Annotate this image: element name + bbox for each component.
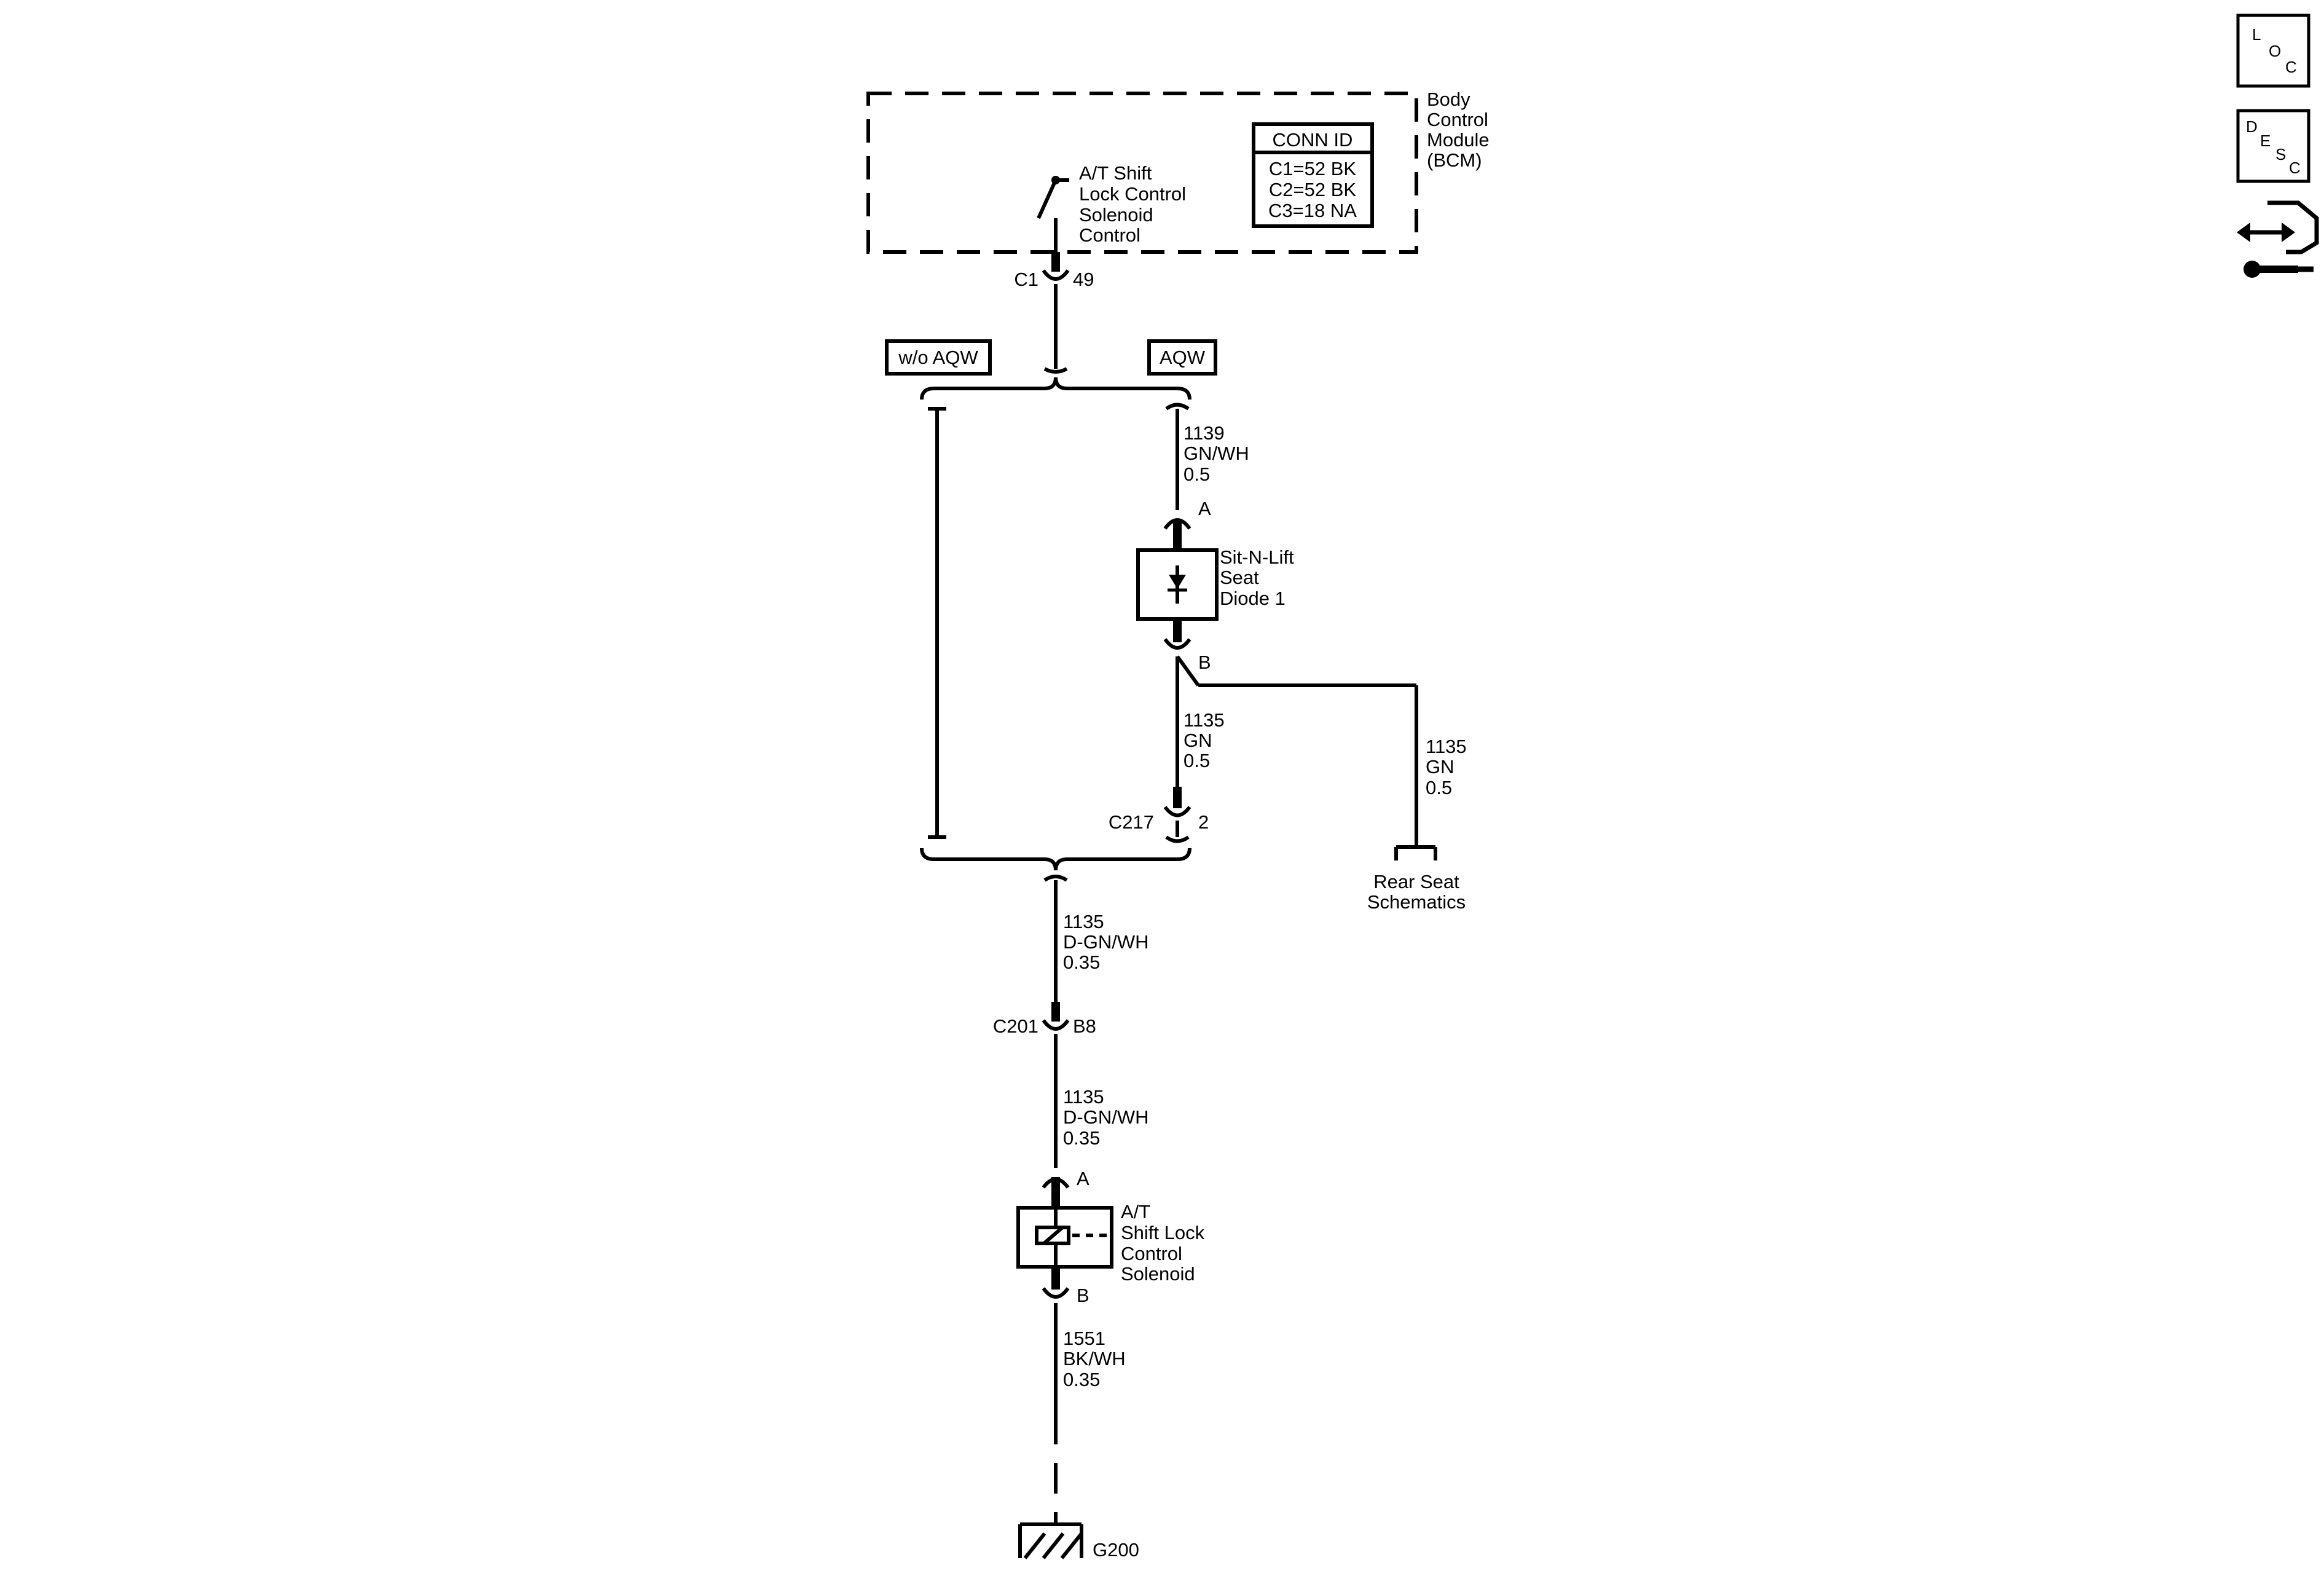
wire-1135-right-color: GN [1184,730,1212,751]
bcm-name-line-1: Body [1427,89,1470,110]
option-label-wo-aqw: w/o AQW [898,347,978,368]
conn-id-row-1: C1=52 BK [1269,158,1357,179]
solenoid-label-line-1: A/T [1121,1201,1150,1223]
c1-connector [1042,252,1070,281]
wire-1135-lower-gauge: 0.35 [1063,1127,1100,1149]
option-label-aqw: AQW [1160,347,1206,368]
upper-option-bracket [920,377,1191,400]
solenoid-pin-a: A [1077,1168,1089,1189]
wire-1551-color: BK/WH [1063,1348,1126,1369]
nav-loc-letter-1: L [2252,25,2261,44]
rear-seat-reference [1394,845,1437,860]
solenoid-pin-b: B [1077,1285,1089,1306]
left-jumper-wire [928,407,946,839]
ground-name: G200 [1093,1539,1139,1561]
diode-pin-a: A [1198,498,1211,519]
wire-1135-lower-circuit: 1135 [1063,1086,1104,1108]
nav-desc-letter-3: S [2275,145,2286,163]
solenoid-connector-b [1042,1287,1070,1299]
solenoid-label-line-3: Control [1121,1243,1182,1264]
wire-1135-upper-gauge: 0.35 [1063,951,1100,973]
solenoid-label-line-4: Solenoid [1121,1263,1195,1285]
wrench-arrows-icon[interactable] [2237,200,2319,278]
diode-label-line-3: Diode 1 [1220,588,1286,609]
bcm-name-line-2: Control [1427,109,1488,130]
nav-desc-letter-2: E [2260,132,2271,150]
diode-label-line-1: Sit-N-Lift [1220,546,1294,568]
nav-loc-letter-3: C [2285,58,2297,76]
conn-id-row-3: C3=18 NA [1268,200,1357,221]
c201-name: C201 [993,1015,1038,1037]
wire-1135-right-gauge: 0.5 [1184,750,1210,771]
solenoid-label-line-2: Shift Lock [1121,1222,1205,1243]
switch-label-line-2: Lock Control [1079,183,1186,205]
wire-1551-circuit: 1551 [1063,1328,1105,1349]
bcm-name-line-3: Module [1427,129,1490,151]
diode-label-line-2: Seat [1220,567,1259,588]
c201-connector [1042,1019,1070,1031]
solenoid-box [1016,1206,1113,1269]
wire-1551-gauge: 0.35 [1063,1369,1100,1390]
wire-1135-rear-color: GN [1426,756,1454,778]
conn-id-row-2: C2=52 BK [1269,179,1357,200]
bcm-module-box [866,92,1418,254]
c217-name: C217 [1109,811,1154,833]
diode-pin-b: B [1198,652,1211,673]
diode-connector-b [1163,638,1191,650]
nav-desc-box[interactable] [2236,109,2310,183]
c201-pin: B8 [1073,1015,1096,1037]
wire-1135-right-circuit: 1135 [1184,709,1225,731]
nav-desc-letter-1: D [2246,117,2258,136]
nav-desc-letter-4: C [2289,159,2301,177]
option-box-wo-aqw [885,339,992,376]
wire-1139-circuit: 1139 [1184,422,1225,444]
rear-seat-label-line-2: Schematics [1367,891,1466,913]
diode-symbol [1169,575,1186,589]
bcm-name-line-4: (BCM) [1427,149,1482,171]
c217-connector [1163,806,1191,817]
option-box-aqw [1147,339,1217,376]
wire-1135-lower-color: D-GN/WH [1063,1106,1148,1128]
wire-1139-gauge: 0.5 [1184,463,1210,485]
ground-symbol [1018,1522,1083,1559]
wire-1135-rear-gauge: 0.5 [1426,777,1452,798]
bcm-switch-symbol [1037,178,1069,252]
switch-label-line-4: Control [1079,224,1140,246]
wire-1135-rear-circuit: 1135 [1426,736,1467,757]
wire-1139-color: GN/WH [1184,443,1249,464]
nav-loc-letter-2: O [2269,42,2281,60]
switch-label-line-3: Solenoid [1079,204,1153,226]
conn-id-box [1252,122,1374,228]
c217-pin: 2 [1198,811,1209,833]
c1-name: C1 [1014,269,1038,290]
c1-pin: 49 [1073,269,1094,290]
rear-seat-label-line-1: Rear Seat [1373,871,1459,892]
lower-option-bracket [920,848,1191,871]
conn-id-title: CONN ID [1273,129,1353,151]
nav-loc-box[interactable] [2236,14,2310,88]
wire-1135-upper-circuit: 1135 [1063,911,1104,932]
wire-1135-upper-color: D-GN/WH [1063,931,1148,953]
switch-label-line-1: A/T Shift [1079,162,1152,184]
